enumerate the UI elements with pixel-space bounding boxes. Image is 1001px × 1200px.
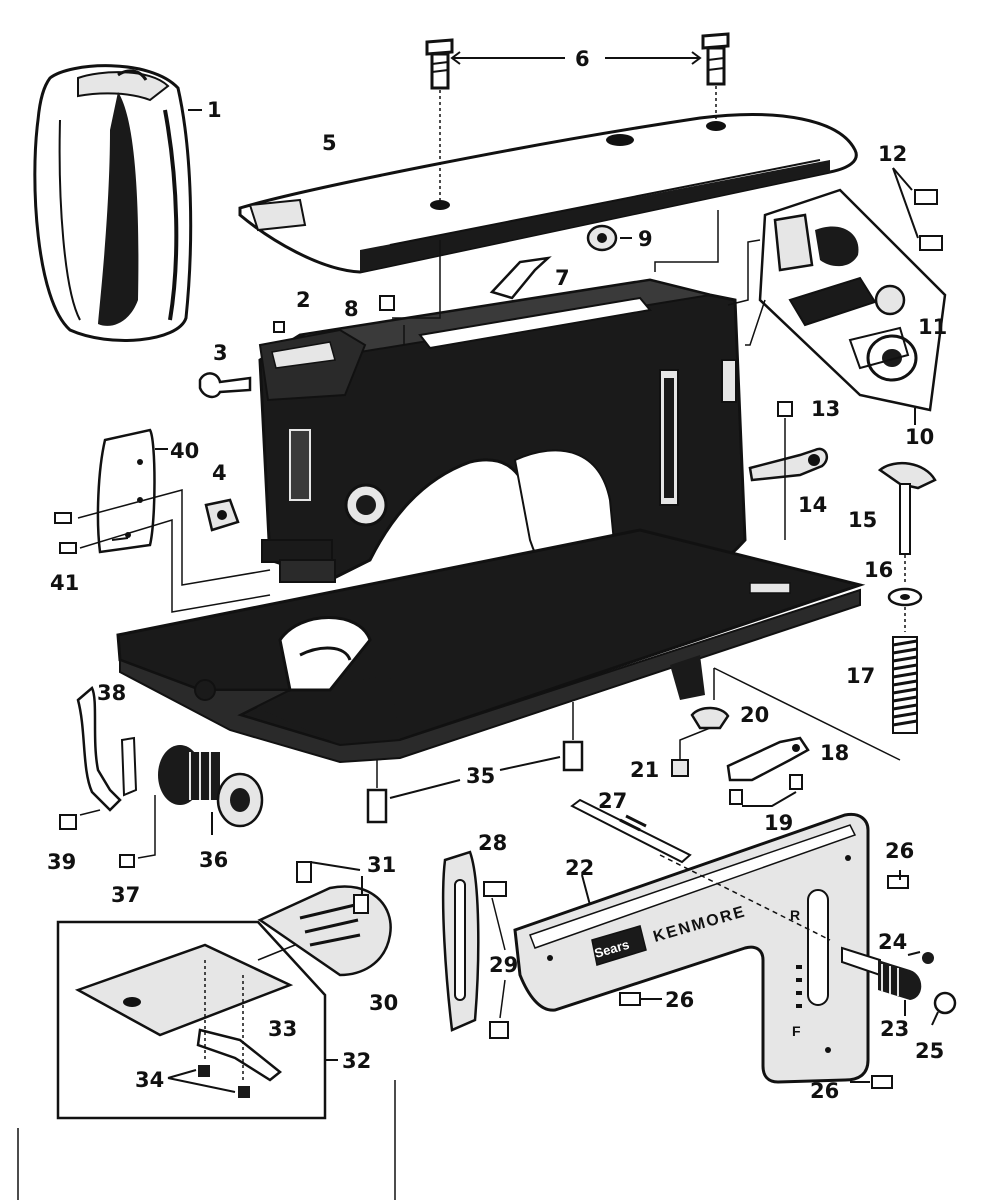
callout-27: 27 [598,789,627,813]
dial-letter-r: R [790,907,800,923]
callout-25: 25 [915,1039,944,1063]
part-presser-lever [748,401,829,482]
machine-bed [116,528,866,764]
callout-12: 12 [878,142,907,166]
callout-14: 14 [798,493,827,517]
callout-17: 17 [846,664,875,688]
callout-22: 22 [565,856,594,880]
callout-36: 36 [199,848,228,872]
part-top-cover [238,113,858,274]
part-bobbin-winder [59,686,264,868]
callout-6: 6 [575,47,590,71]
callout-3: 3 [213,341,228,365]
callout-10: 10 [905,425,934,449]
callout-23: 23 [880,1017,909,1041]
callout-29: 29 [489,953,518,977]
part-end-cover [33,64,193,342]
part-face-plate [54,428,156,554]
callout-13: 13 [811,397,840,421]
part-front-cover [513,812,870,1084]
part-pattern-lever [441,798,692,1039]
callout-40: 40 [170,439,199,463]
callout-38: 38 [97,681,126,705]
dial-letter-f: F [792,1023,801,1039]
callout-20: 20 [740,703,769,727]
callout-4: 4 [212,461,227,485]
callout-1: 1 [207,98,222,122]
callout-2: 2 [296,288,311,312]
callout-28: 28 [478,831,507,855]
callout-30: 30 [369,991,398,1015]
callout-24: 24 [878,930,907,954]
callout-39: 39 [47,850,76,874]
part-feed-assembly [671,706,810,805]
callout-26-bottom: 26 [810,1079,839,1103]
part-small-screws-head [198,224,618,532]
callout-11: 11 [918,315,947,339]
callout-labels: 1 2 3 4 5 6 7 8 9 10 11 12 13 14 15 16 1… [47,47,947,1103]
speed-scale [796,965,802,1008]
part-knob-assembly [619,875,957,1089]
part-presser-bar-spring [877,462,937,734]
callout-26-middle: 26 [665,988,694,1012]
callout-31: 31 [367,853,396,877]
part-needle-plate [257,861,392,977]
callout-18: 18 [820,741,849,765]
callout-37: 37 [111,883,140,907]
callout-26-top: 26 [885,839,914,863]
part-tension-assembly [758,188,947,412]
callout-41: 41 [50,571,79,595]
callout-5: 5 [322,131,337,155]
part-bed-screws [366,740,584,824]
part-slide-plate-box [56,920,327,1120]
callout-19: 19 [764,811,793,835]
callout-34: 34 [135,1068,164,1092]
part-tension-screws [914,189,943,251]
callout-32: 32 [342,1049,371,1073]
callout-33: 33 [268,1017,297,1041]
callout-16: 16 [864,558,893,582]
callout-35: 35 [466,764,495,788]
part-top-screws [425,32,730,90]
callout-21: 21 [630,758,659,782]
callout-8: 8 [344,297,359,321]
callout-15: 15 [848,508,877,532]
callout-7: 7 [555,266,570,290]
callout-9: 9 [638,227,653,251]
